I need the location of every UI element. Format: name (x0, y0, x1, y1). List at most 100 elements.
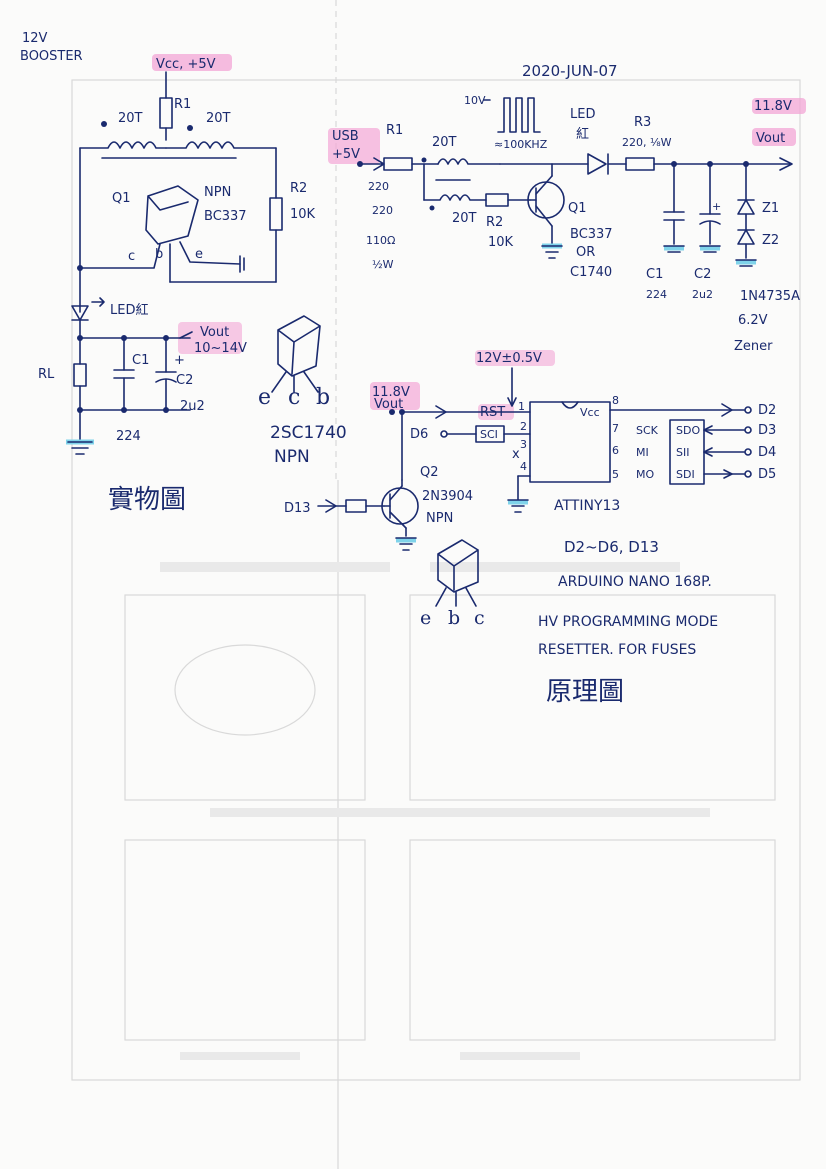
usb-label: USB (332, 129, 359, 144)
zener-z2-label: Z2 (762, 233, 779, 248)
schematic-r1-val-c: 110Ω (366, 234, 395, 247)
ground-icon (395, 537, 417, 551)
booster-title-line1: 12V (22, 31, 48, 46)
prog-sdo-label: SDO (676, 424, 700, 437)
freq-label: ≈100KHZ (494, 138, 548, 151)
q2-pin-b: b (448, 607, 460, 629)
booster-pin-b2: b (316, 385, 330, 410)
schematic-turns-top: 20T (432, 135, 457, 150)
q2-pin-e: e (420, 607, 431, 629)
booster-title-line2: BOOSTER (20, 49, 83, 64)
mode-line2: RESETTER. FOR FUSES (538, 642, 696, 658)
booster-r2-value: 10K (290, 207, 316, 222)
schematic-vout-voltage: 11.8V (754, 99, 792, 114)
booster-q1-label: Q1 (112, 191, 131, 206)
attiny13-chip (529, 401, 611, 483)
hv-programmer: 12V±0.5V 11.8V Vout RST D6 SCI Vcc 1 2 3… (284, 351, 776, 707)
booster-pin-b: b (155, 247, 163, 262)
attiny-pin8: 8 (612, 394, 619, 407)
ground-icon (66, 439, 94, 455)
booster-schematic: 2020-JUN-07 10V ≈100KHZ USB +5V R1 220 2… (332, 62, 800, 354)
arduino-pins-label: D2~D6, D13 (564, 538, 659, 556)
q2-label: Q2 (420, 465, 439, 480)
schematic-r1-val-b: 220 (372, 204, 393, 217)
attiny-pin3-nc: x (512, 447, 520, 462)
booster-npn-label: NPN (204, 185, 231, 200)
prog-sck-label: SCK (636, 424, 659, 437)
booster-c1-value: 224 (116, 429, 141, 444)
prog-vout-voltage: 11.8V (372, 385, 410, 400)
mode-line1: HV PROGRAMMING MODE (538, 614, 718, 630)
schematic-coil-bottom (423, 194, 487, 201)
schematic-r2-value: 10K (488, 235, 514, 250)
booster-vout-label: Vout (200, 325, 229, 340)
prog-mi-label: MI (636, 446, 649, 459)
attiny-pin7: 7 (612, 422, 619, 435)
usb-voltage: +5V (332, 147, 360, 162)
attiny-vcc-label: Vcc (580, 406, 600, 419)
booster-coil-left (79, 141, 167, 149)
paper-show-through (71, 0, 801, 1169)
schematic-r3-resistor (625, 157, 655, 171)
programmer-caption: 原理圖 (546, 677, 624, 707)
prog-vout-label: Vout (374, 397, 403, 412)
schematic-q1-part: BC337 (570, 227, 613, 242)
booster-r1-label: R1 (174, 97, 191, 112)
q2-package-body (437, 539, 479, 593)
booster-transistor-label: 2SC1740 (270, 423, 347, 443)
ground-icon (663, 245, 757, 267)
booster-c1-label: C1 (132, 353, 149, 368)
booster-c2-value: 2u2 (180, 399, 205, 414)
schematic-coil-top (437, 158, 501, 165)
prog-rst-label: RST (480, 405, 505, 420)
attiny-pin4: 4 (520, 460, 527, 473)
schematic-c1-label: C1 (646, 267, 663, 282)
q2-pin-c: c (474, 607, 485, 629)
q2-base-resistor (345, 499, 367, 513)
booster-q1-body (145, 185, 199, 245)
booster-transistor-type: NPN (274, 447, 310, 467)
booster-turns-right: 20T (206, 111, 231, 126)
prog-d4-label: D4 (758, 445, 776, 460)
ground-icon (541, 243, 563, 259)
zener-voltage-label: 6.2V (738, 313, 768, 328)
schematic-c2-plus: + (712, 200, 721, 213)
booster-part-label: BC337 (204, 209, 247, 224)
booster-coil-right (165, 141, 277, 149)
booster-pin-c2: c (288, 385, 300, 410)
ground-icon (507, 499, 529, 513)
pulse-label: 10V (464, 94, 486, 107)
prog-sdi-label: SDI (676, 468, 695, 481)
booster-rl-resistor (73, 363, 87, 387)
booster-2sc1740-body (277, 315, 321, 377)
schematic-r2-resistor (485, 193, 509, 207)
booster-caption: 實物圖 (108, 485, 186, 515)
schematic-r1-label: R1 (386, 123, 403, 138)
attiny-pin2: 2 (520, 420, 527, 433)
booster-pin-c: c (128, 249, 135, 264)
schematic-r3-label: R3 (634, 115, 651, 130)
pulse-waveform-icon (483, 97, 541, 133)
prog-d6-label: D6 (410, 427, 428, 442)
prog-mo-label: MO (636, 468, 654, 481)
highlight-marks (152, 54, 806, 420)
schematic-c2-label: C2 (694, 267, 711, 282)
prog-sii-label: SII (676, 446, 689, 459)
booster-wiring: 12V BOOSTER Vcc, +5V R1 20T 20T R2 10K Q… (20, 31, 347, 515)
booster-r1-resistor (159, 97, 173, 129)
zener-part-label: 1N4735A (740, 289, 800, 304)
schematic-r3-value: 220, ⅛W (622, 136, 672, 149)
schematic-vout-label: Vout (756, 131, 785, 146)
attiny13-label: ATTINY13 (554, 498, 620, 514)
attiny-pin5: 5 (612, 468, 619, 481)
zener-z1 (737, 199, 755, 215)
zener-z1-label: Z1 (762, 201, 779, 216)
schematic-turns-bot: 20T (452, 211, 477, 226)
zener-z2 (737, 229, 755, 245)
prog-d13-label: D13 (284, 501, 311, 516)
prog-d2-label: D2 (758, 403, 776, 418)
schematic-r1-val-a: 220 (368, 180, 389, 193)
schematic-r1-resistor (383, 157, 413, 171)
prog-d5-label: D5 (758, 467, 776, 482)
